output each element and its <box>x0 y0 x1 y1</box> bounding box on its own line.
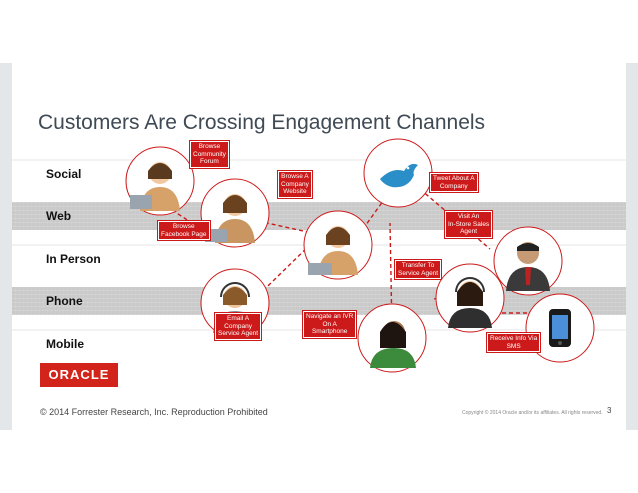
person-website-icon <box>303 210 373 280</box>
person-store-agent-icon <box>493 226 563 296</box>
slide: Customers Are Crossing Engagement Channe… <box>0 63 638 430</box>
left-rail <box>0 63 12 430</box>
person-smartphone-icon <box>357 303 427 373</box>
persona-illustrations <box>125 138 595 373</box>
oracle-logo: ORACLE <box>40 363 118 387</box>
person-service-agent-icon <box>435 263 505 333</box>
person-forum-icon <box>125 146 195 216</box>
lane-label-social: Social <box>46 167 82 181</box>
twitter-bird-icon <box>363 138 433 208</box>
footer-copyright-oracle: Copyright © 2014 Oracle and/or its affil… <box>462 410 603 416</box>
page-number: 3 <box>607 406 612 415</box>
footer-copyright-forrester: © 2014 Forrester Research, Inc. Reproduc… <box>40 407 268 417</box>
lane-label-phone: Phone <box>46 294 83 308</box>
smartphone-sms-icon <box>525 293 595 363</box>
person-facebook-icon <box>200 178 270 248</box>
lane-label-mobile: Mobile <box>46 337 84 351</box>
right-rail <box>626 63 638 430</box>
lane-label-web: Web <box>46 209 72 223</box>
lane-label-in-person: In Person <box>46 252 101 266</box>
slide-title: Customers Are Crossing Engagement Channe… <box>38 111 486 134</box>
